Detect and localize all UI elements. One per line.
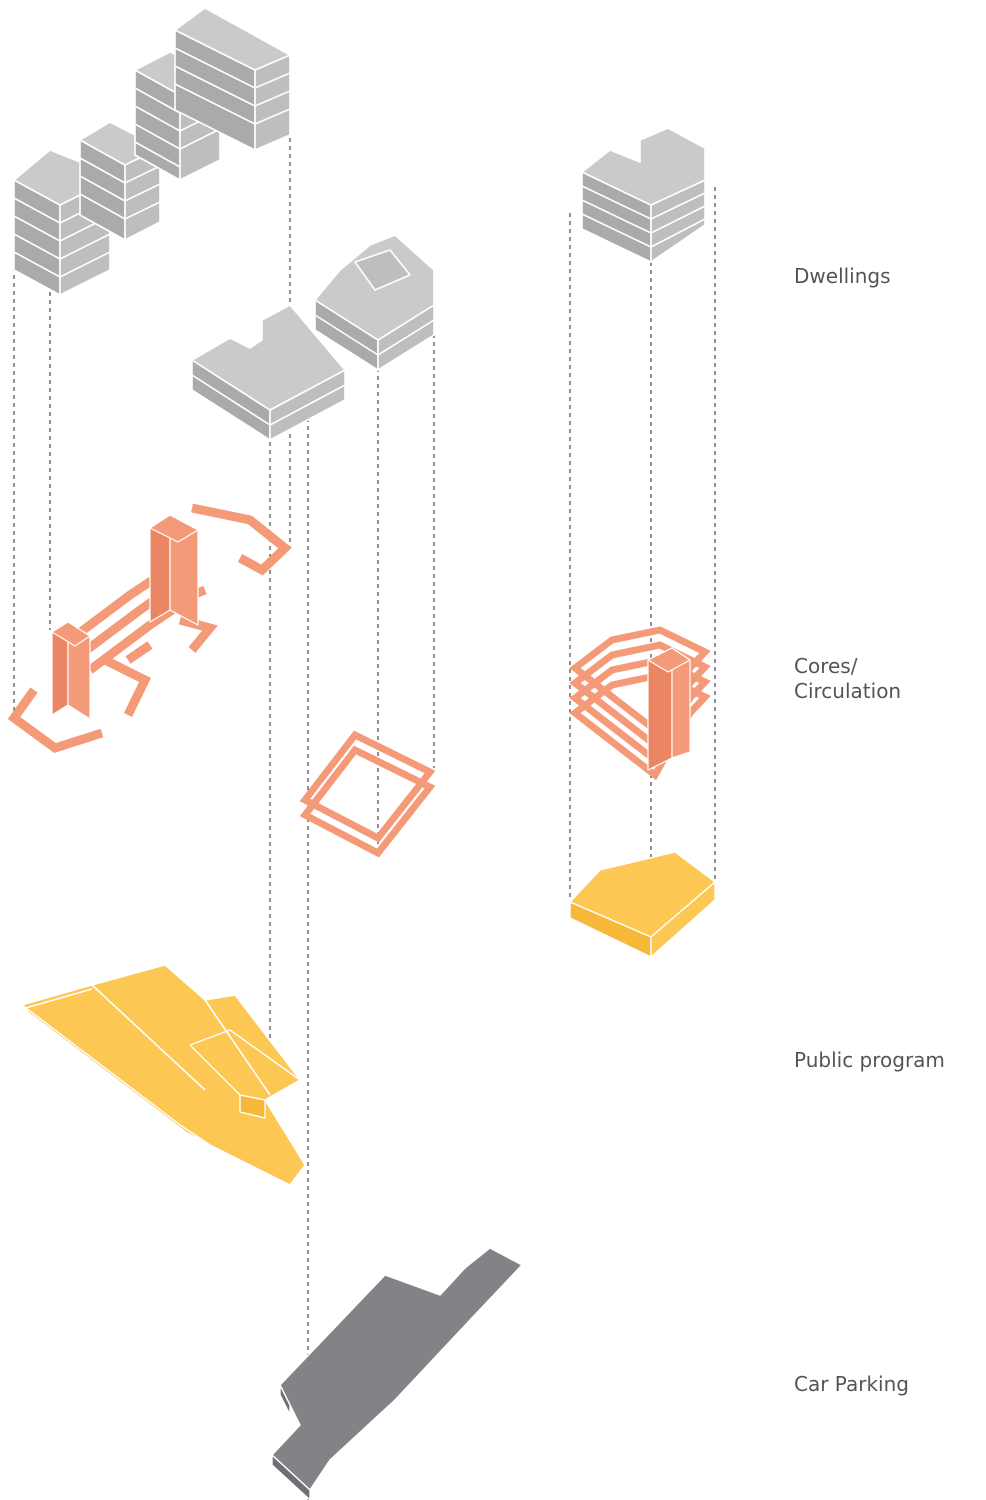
core-tower-right: [647, 647, 691, 771]
public-program-layer: [21, 851, 716, 1186]
public-slab-right: [569, 851, 716, 958]
cores-layer: [7, 503, 711, 858]
public-program-label-line: Public program: [794, 1048, 945, 1072]
public-slab-main: [21, 964, 306, 1186]
dwellings-label: Dwellings: [794, 264, 891, 289]
dwellings-label-line: Dwellings: [794, 264, 891, 288]
core-tower-left: [51, 621, 91, 720]
dwelling-block-d: [174, 7, 291, 151]
dwellings-layer: [13, 7, 706, 441]
dwelling-block-f: [314, 234, 435, 371]
car-parking-label-line: Car Parking: [794, 1372, 909, 1396]
car-parking-label: Car Parking: [794, 1372, 909, 1397]
cores-label-line-2: Circulation: [794, 679, 902, 703]
cores-circulation-label: Cores/ Circulation: [794, 654, 901, 704]
dwelling-block-e: [191, 304, 346, 441]
core-tower-center: [149, 514, 199, 626]
car-parking-layer: [271, 1247, 523, 1500]
corridor-ring-middle: [299, 730, 436, 858]
projection-guides: [13, 58, 716, 1500]
dwelling-block-g: [581, 127, 706, 263]
cores-label-line-1: Cores/: [794, 654, 858, 678]
public-program-label: Public program: [794, 1048, 945, 1073]
